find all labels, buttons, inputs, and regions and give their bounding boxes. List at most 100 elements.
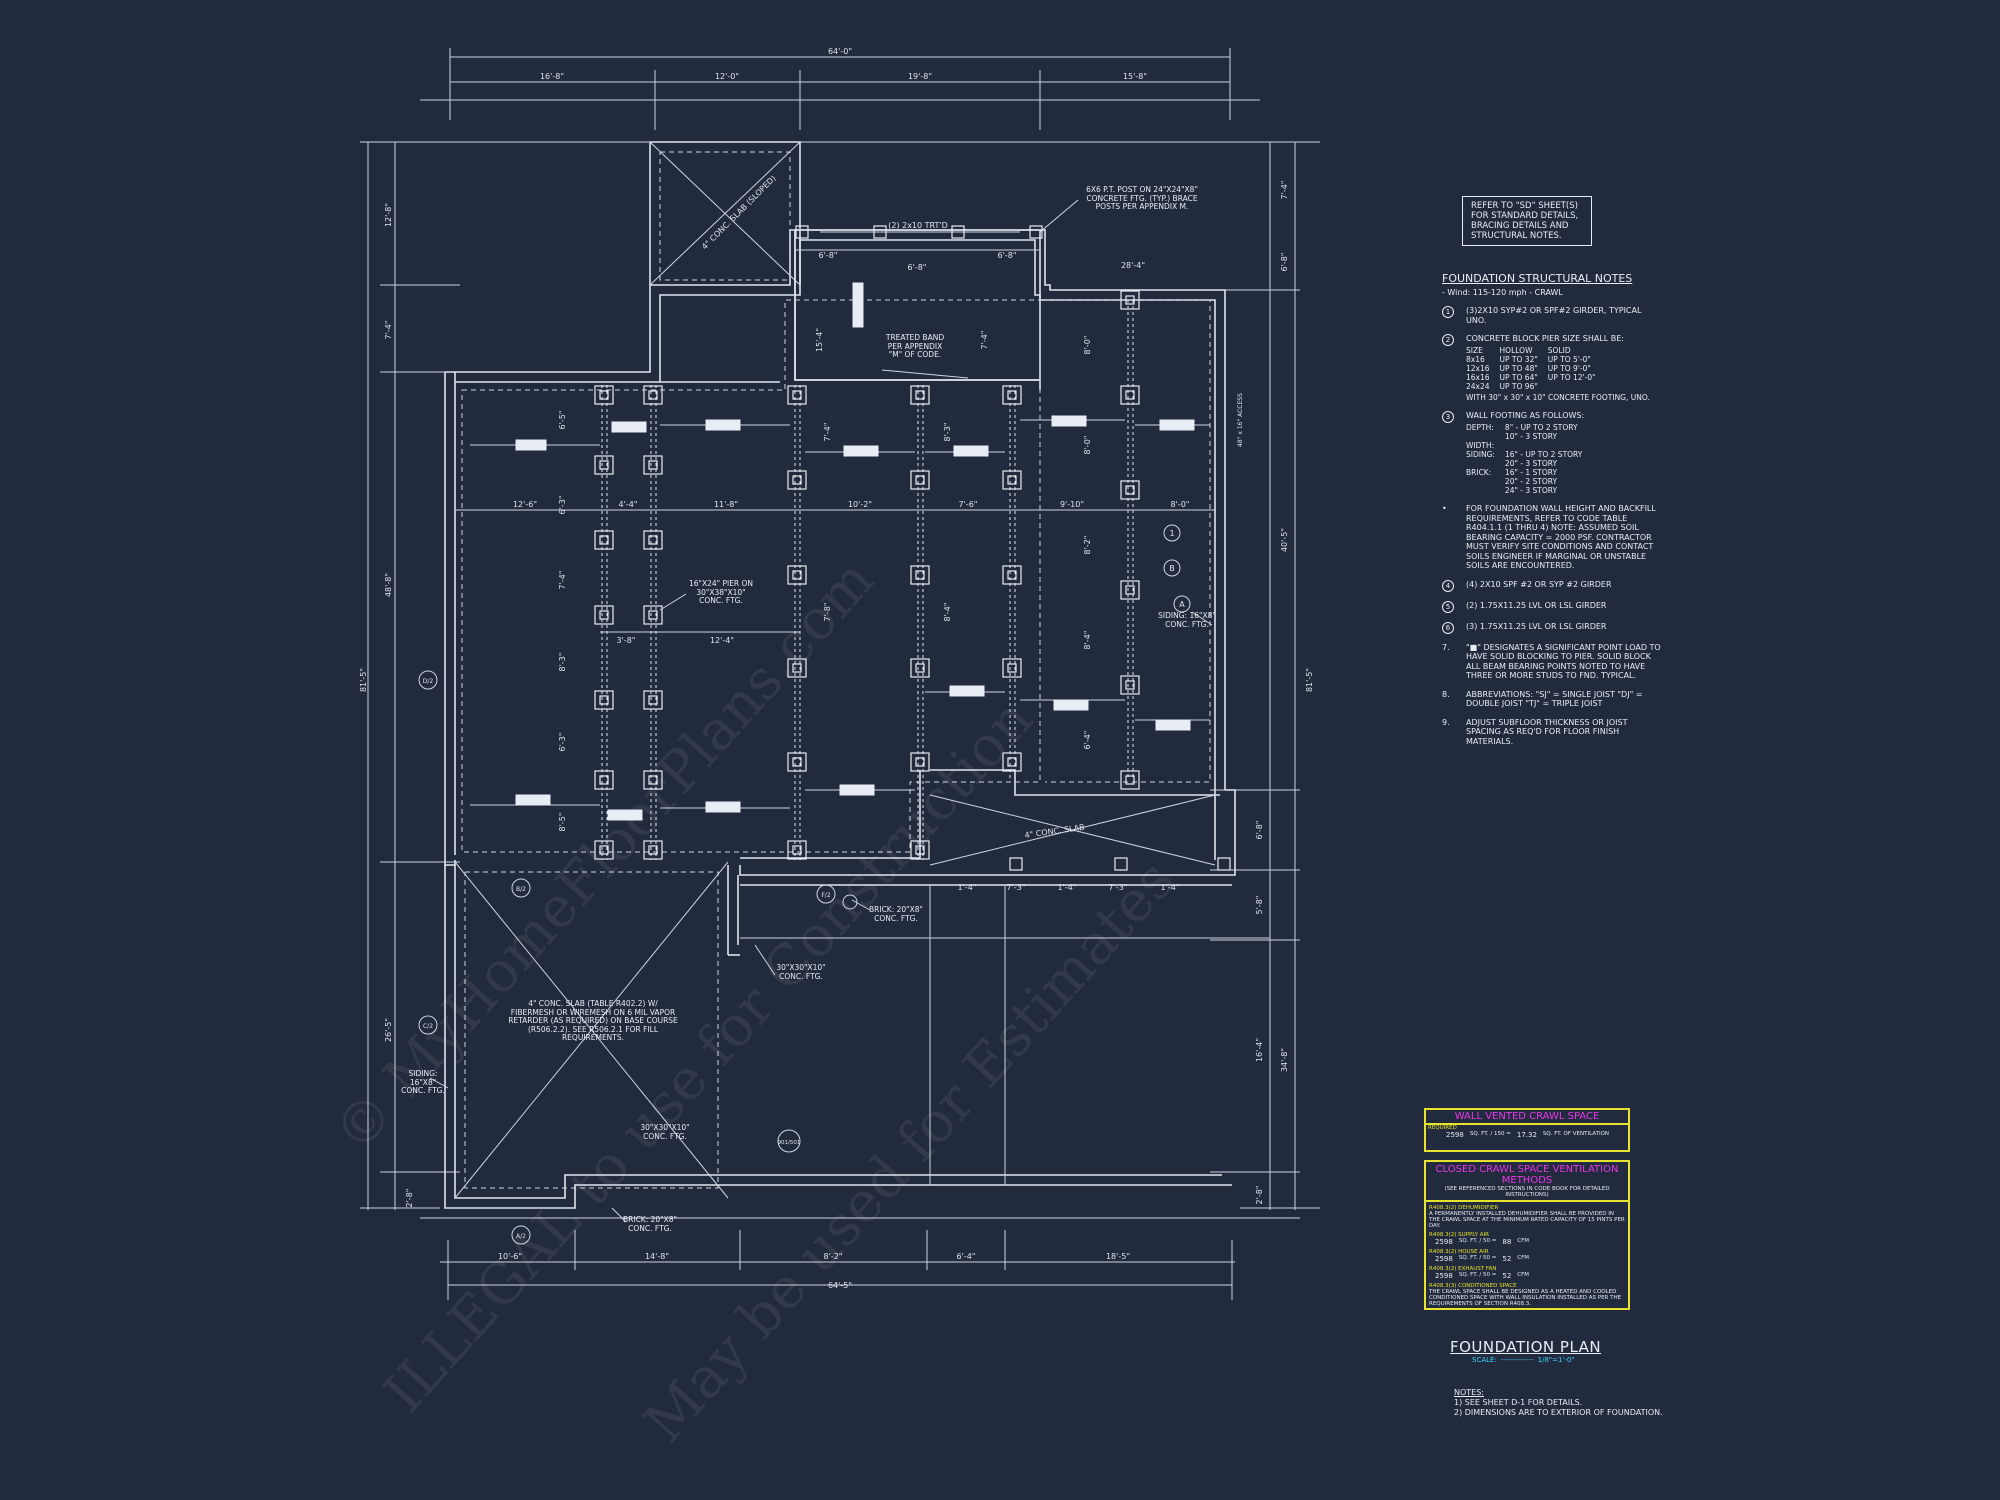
interior-dimension: 10'-2" <box>848 500 872 509</box>
structural-note-9: 9. ADJUST SUBFLOOR THICKNESS OR JOIST SP… <box>1442 717 1628 746</box>
structural-note-2: 2 CONCRETE BLOCK PIER SIZE SHALL BE: <box>1442 334 1662 346</box>
pier <box>787 385 807 405</box>
pier <box>1120 290 1140 310</box>
drawing-title-block: FOUNDATION PLAN SCALE: ------------- 1/8… <box>1450 1338 1630 1364</box>
piers <box>594 225 1140 860</box>
right-dimension-6: 16'-4" <box>1255 1038 1264 1062</box>
pier <box>1120 580 1140 600</box>
pier <box>643 385 663 405</box>
pier-core <box>1125 295 1135 305</box>
right-overall-dimension: 81'-5" <box>1305 668 1314 692</box>
pier-core <box>599 390 609 400</box>
drawing-title: FOUNDATION PLAN <box>1450 1338 1602 1356</box>
section-mark-b: B/2 <box>516 886 526 893</box>
pier-core <box>915 757 925 767</box>
closed-crawl-subtitle: (SEE REFERENCED SECTIONS IN CODE BOOK FO… <box>1426 1186 1628 1202</box>
pier <box>643 770 663 790</box>
slab-callout: 4" CONC. SLAB (TABLE R402.2) w/ FIBERMES… <box>508 1000 678 1042</box>
pier-core <box>915 845 925 855</box>
interior-dimension: 8'-5" <box>558 813 567 832</box>
pier-core <box>1125 485 1135 495</box>
interior-dimension: 28'-4" <box>1121 261 1145 270</box>
pier-core <box>1125 585 1135 595</box>
left-dimension-1: 12'-8" <box>384 203 393 227</box>
right-dimension-3: 40'-5" <box>1280 528 1289 552</box>
pier-core <box>1125 775 1135 785</box>
structural-note-8: 8. ABBREVIATIONS: "SJ" = SINGLE JOIST "D… <box>1442 689 1643 709</box>
foundation-walls <box>444 229 1270 1209</box>
pier <box>1002 752 1022 772</box>
porch-post <box>951 225 965 239</box>
top-dimension-2: 12'-0" <box>715 72 739 81</box>
structural-note-7: 7. "■" DESIGNATES A SIGNIFICANT POINT LO… <box>1442 642 1661 681</box>
section-markers <box>418 524 1191 1245</box>
pier <box>594 605 614 625</box>
pier-core <box>915 390 925 400</box>
left-overall-dimension: 81'-5" <box>359 668 368 692</box>
garage-slab <box>454 861 729 1199</box>
right-dimension-4: 6'-8" <box>1255 821 1264 840</box>
right-dimension-5: 5'-8" <box>1255 896 1264 915</box>
general-note-1: 1) SEE SHEET D-1 FOR DETAILS. <box>1454 1398 1583 1407</box>
top-dimension-1: 16'-8" <box>540 72 564 81</box>
left-dimension-2: 7'-4" <box>384 321 393 340</box>
pier <box>643 605 663 625</box>
pier <box>594 690 614 710</box>
top-overall-dimension: 64'-0" <box>828 47 852 56</box>
pier <box>1120 385 1140 405</box>
interior-dimension: 6'-8" <box>819 251 838 260</box>
interior-dimension: 7'-4" <box>980 331 989 350</box>
right-dimension-7: 34'-8" <box>1280 1048 1289 1072</box>
porch-slab-top <box>649 141 801 286</box>
interior-dimension: 8'-4" <box>1083 631 1092 650</box>
left-dimension-3: 48'-8" <box>384 573 393 597</box>
pier-core <box>792 570 802 580</box>
pier-core <box>1007 570 1017 580</box>
pier <box>787 470 807 490</box>
pier <box>910 565 930 585</box>
right-dimension-8: 2'-8" <box>1255 1186 1264 1205</box>
rear-porch-frame <box>794 229 1041 381</box>
pier-core <box>648 695 658 705</box>
general-notes-title: NOTES: <box>1454 1388 1484 1397</box>
treated-band-callout: TREATED BAND PER APPENDIX "M" OF CODE. <box>885 334 945 359</box>
pier-core <box>599 460 609 470</box>
refer-box-text: REFER TO "SD" SHEET(S) FOR STANDARD DETA… <box>1462 196 1592 246</box>
bottom-dimension-3: 8'-2" <box>824 1252 843 1261</box>
section-mark-a: A/2 <box>516 1233 526 1240</box>
brick-footing-callout-bottom: BRICK: 20"x8" CONC. FTG. <box>623 1216 677 1233</box>
bottom-overall-dimension: 64'-5" <box>828 1281 852 1290</box>
interior-dimension: 6'-4" <box>1083 731 1092 750</box>
pier-core <box>1007 475 1017 485</box>
drawing-scale: SCALE: ------------- 1/8"=1'-0" <box>1472 1356 1575 1364</box>
pier-core <box>648 460 658 470</box>
structural-note-1: 1 (3)2x10 SYP#2 OR SPF#2 GIRDER, TYPICAL… <box>1442 306 1662 325</box>
structural-notes-title: FOUNDATION STRUCTURAL NOTES <box>1442 272 1633 285</box>
pier <box>594 840 614 860</box>
pier <box>910 658 930 678</box>
pier-core <box>915 475 925 485</box>
pier-core <box>1007 757 1017 767</box>
pier-core <box>792 475 802 485</box>
pier-table-footer: WITH 30" x 30" x 10" CONCRETE FOOTING, U… <box>1466 393 1650 402</box>
pier-footing-callout: 16"x24" PIER ON 30"x38"x10" CONC. FTG. <box>688 580 754 605</box>
wall-vented-crawl-box: WALL VENTED CRAWL SPACE REQUIRED 2598 SQ… <box>1424 1108 1630 1152</box>
interior-dimension: 7'-3" <box>1007 883 1026 892</box>
interior-dimension: 8'-4" <box>943 603 952 622</box>
porch-post <box>1029 225 1043 239</box>
pier-core <box>1007 663 1017 673</box>
pier <box>643 530 663 550</box>
wall-vented-required: REQUIRED <box>1428 1125 1457 1131</box>
pier <box>910 385 930 405</box>
interior-dimension: 7'-3" <box>1109 883 1128 892</box>
interior-dimension: 6'-5" <box>558 411 567 430</box>
interior-dimension: 11'-8" <box>714 500 738 509</box>
interior-dimension: 6'-3" <box>558 496 567 515</box>
pier <box>1002 658 1022 678</box>
structural-note-3: 3 WALL FOOTING AS FOLLOWS: <box>1442 411 1662 423</box>
right-dimension-2: 6'-8" <box>1280 253 1289 272</box>
pier <box>1120 675 1140 695</box>
porch-slab-label: 4" CONC. SLAB (SLOPED) <box>700 174 778 252</box>
